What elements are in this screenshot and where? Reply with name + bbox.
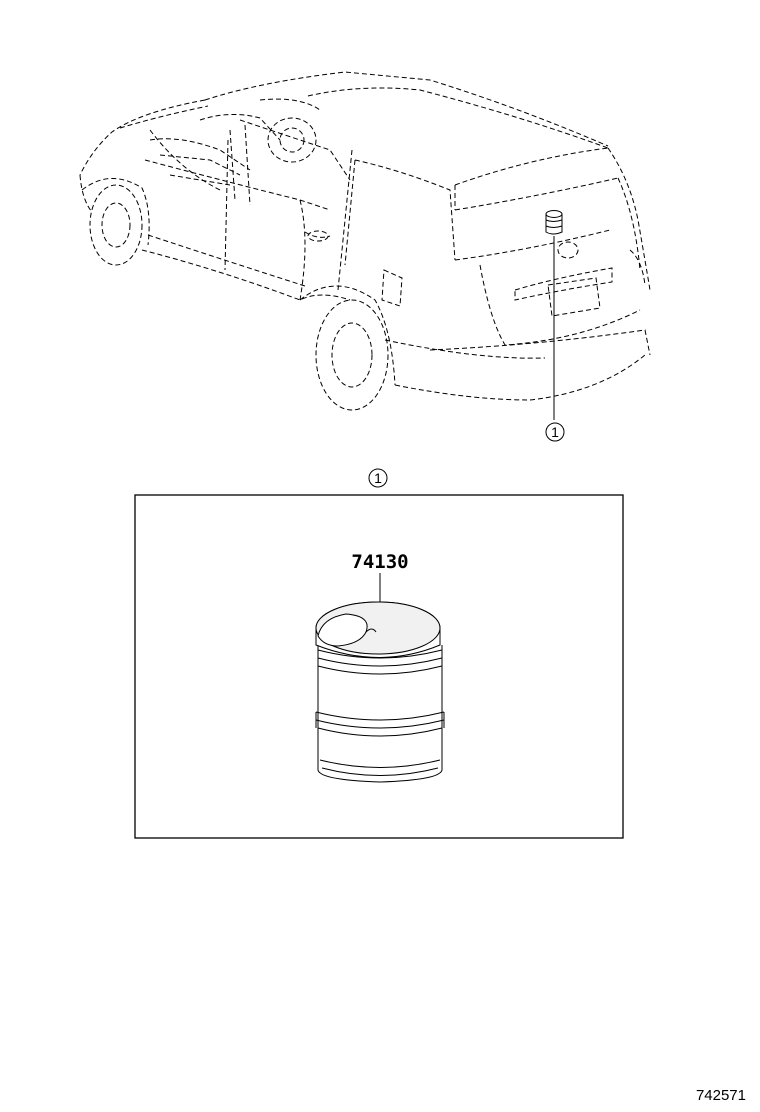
detail-frame	[134, 494, 624, 839]
svg-text:1: 1	[374, 470, 382, 486]
svg-text:1: 1	[551, 424, 559, 440]
diagram-id: 742571	[695, 1087, 746, 1104]
callout-detail: 1	[368, 468, 388, 488]
callout-top: 1	[545, 422, 565, 442]
ashtray-illustration	[315, 601, 445, 783]
vehicle-illustration	[79, 71, 651, 411]
part-location-marker	[545, 210, 563, 235]
part-number-label: 74130	[351, 551, 408, 573]
